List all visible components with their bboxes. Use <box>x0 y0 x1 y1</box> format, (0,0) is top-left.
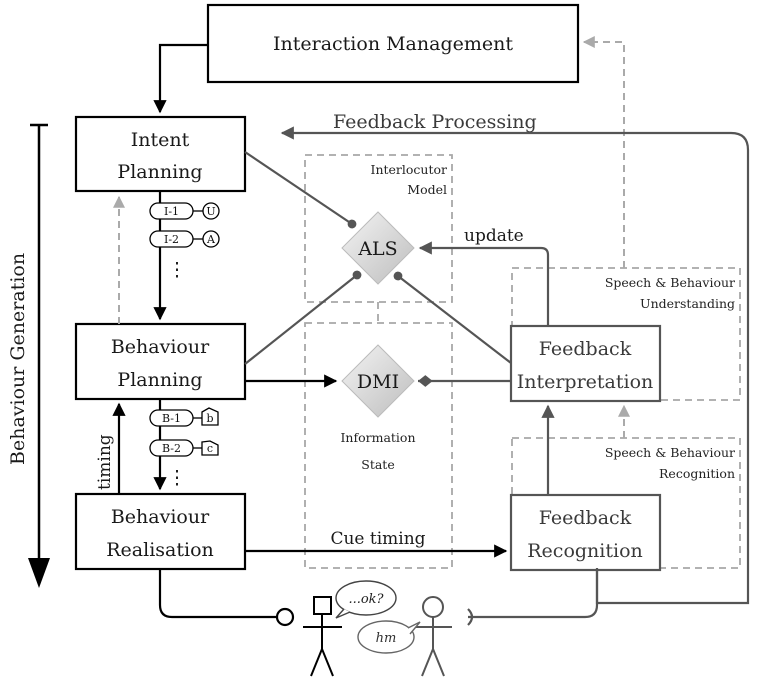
realisation-output-edge <box>158 569 276 619</box>
feedback-recognition-label-1: Feedback <box>539 507 632 529</box>
svg-text:I-1: I-1 <box>164 205 179 218</box>
dmi-label: DMI <box>357 371 399 393</box>
behaviour-realisation-label-1: Behaviour <box>111 506 210 528</box>
feedback-recognition-label-2: Recognition <box>527 540 643 562</box>
information-state-label-2: State <box>361 457 394 472</box>
behaviour-token-1: B-1 b <box>149 407 219 427</box>
feedback-processing-edge <box>280 126 750 605</box>
behaviour-realisation-box <box>74 492 247 571</box>
svg-text:I-2: I-2 <box>164 233 179 246</box>
intent-to-als-edge <box>244 151 357 229</box>
recognition-label-2: Recognition <box>659 466 735 481</box>
interpretation-to-als-edge <box>393 271 512 364</box>
agent-speech-text: ...ok? <box>348 592 384 607</box>
cue-timing-label: Cue timing <box>330 529 425 549</box>
dmi-node <box>341 344 415 418</box>
input-port <box>467 608 474 626</box>
svg-text:U: U <box>206 205 215 218</box>
bp-to-als-edge <box>244 270 362 365</box>
svg-text:c: c <box>207 442 213 455</box>
user-input-edge <box>468 568 599 619</box>
behaviour-planning-label-2: Planning <box>117 369 202 391</box>
timing-label: timing <box>95 434 115 490</box>
update-label: update <box>464 226 524 246</box>
intent-tokens-ellipsis: ⋮ <box>168 259 187 281</box>
als-label: ALS <box>357 238 397 260</box>
interlocutor-model-label-2: Model <box>407 182 447 197</box>
behaviour-generation-arrowhead <box>28 558 50 588</box>
svg-text:B-2: B-2 <box>162 442 181 455</box>
interlocutor-model-label-1: Interlocutor <box>371 162 448 177</box>
recognition-label-1: Speech & Behaviour <box>605 445 735 460</box>
als-node <box>341 211 415 285</box>
behaviour-realisation-label-2: Realisation <box>106 539 214 561</box>
interaction-management-box <box>206 3 580 84</box>
user-speech-text: hm <box>376 631 397 646</box>
behaviour-tokens-ellipsis: ⋮ <box>168 467 187 489</box>
intent-token-1: I-1 U <box>149 202 220 220</box>
understanding-to-im-edge <box>582 36 625 268</box>
intent-planning-label-2: Planning <box>117 161 202 183</box>
behaviour-token-2: B-2 c <box>149 439 219 457</box>
update-edge <box>418 241 550 326</box>
intent-planning-label-1: Intent <box>131 129 190 151</box>
interaction-management-label: Interaction Management <box>273 33 513 55</box>
feedback-interpretation-label-1: Feedback <box>539 338 632 360</box>
user-figure <box>414 596 452 677</box>
feedback-processing-label: Feedback Processing <box>333 111 537 133</box>
information-state-label-1: Information <box>340 430 415 445</box>
understanding-label-2: Understanding <box>640 296 735 311</box>
output-port <box>275 607 295 627</box>
behaviour-generation-label: Behaviour Generation <box>7 253 29 465</box>
behaviour-planning-box <box>74 322 247 401</box>
svg-text:B-1: B-1 <box>162 412 181 425</box>
agent-speech-bubble: ...ok? <box>335 580 397 619</box>
user-speech-bubble: hm <box>357 620 421 654</box>
information-state-region <box>304 322 453 569</box>
im-to-intent-edge <box>153 43 208 114</box>
feedback-interpretation-box <box>509 324 662 403</box>
behaviour-planning-label-1: Behaviour <box>111 336 210 358</box>
understanding-label-1: Speech & Behaviour <box>605 275 735 290</box>
agent-figure <box>303 596 342 677</box>
intent-token-2: I-2 A <box>149 230 220 248</box>
interlocutor-model-region <box>304 154 453 303</box>
feedback-interpretation-label-2: Interpretation <box>517 371 654 393</box>
svg-text:b: b <box>206 412 213 425</box>
feedback-recognition-box <box>509 493 662 572</box>
svg-text:A: A <box>206 233 216 246</box>
